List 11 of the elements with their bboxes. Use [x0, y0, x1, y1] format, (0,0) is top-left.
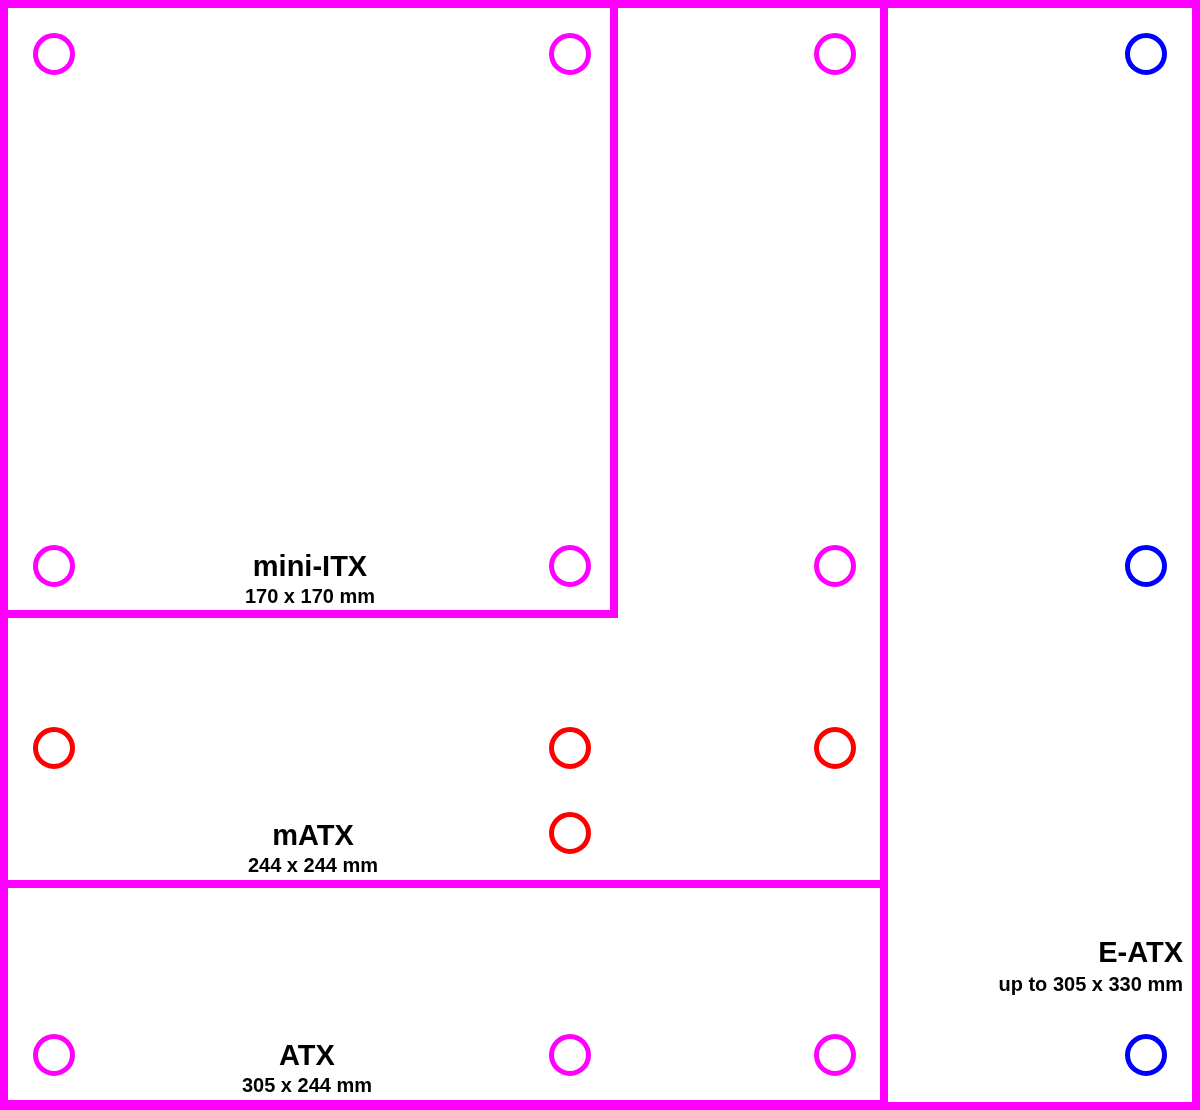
form-factor-name: mATX: [272, 821, 354, 850]
form-factor-name: ATX: [279, 1041, 335, 1070]
form-factor-name: mini-ITX: [252, 552, 368, 581]
board-outline: [8, 8, 880, 888]
board-dimensions: 305 x 244 mm: [241, 1075, 373, 1095]
board-outline: [8, 8, 888, 1102]
board-dimensions: up to 305 x 330 mm: [998, 974, 1183, 994]
board-outline: [8, 8, 618, 618]
board-dimensions: 170 x 170 mm: [244, 586, 376, 606]
form-factor-name: E-ATX: [1098, 938, 1183, 967]
board-dimensions: 244 x 244 mm: [247, 855, 379, 875]
